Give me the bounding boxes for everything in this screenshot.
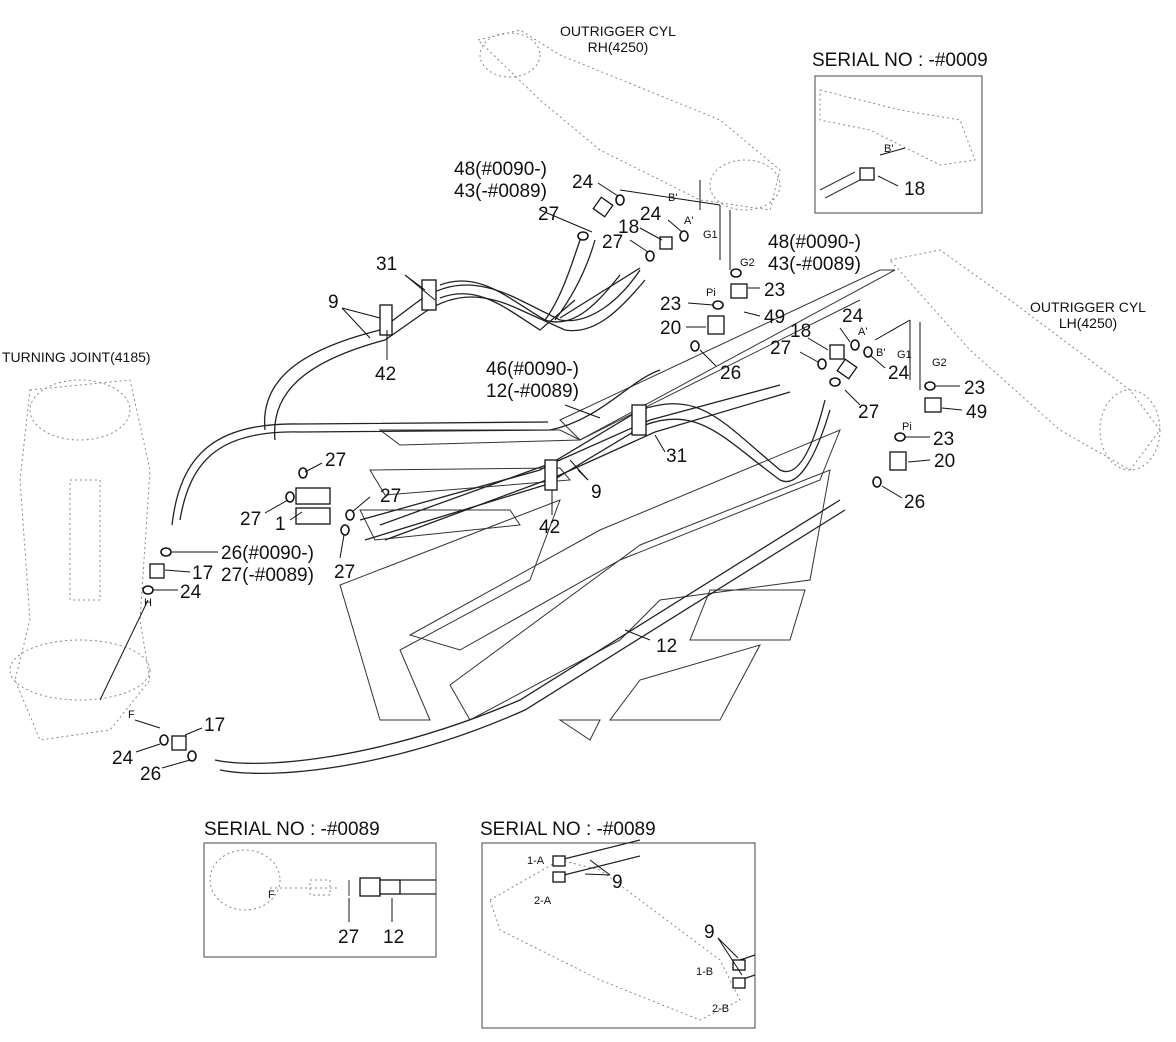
- svg-text:H: H: [144, 597, 152, 609]
- callout-12-serial: 12(-#0089): [486, 381, 579, 402]
- clamp-42-lower: [544, 459, 558, 491]
- callout-27: 27: [858, 402, 879, 423]
- callout-43-rh: 43(-#0089): [454, 181, 547, 202]
- callout-43-lh: 43(-#0089): [768, 254, 861, 275]
- hose-12: [171, 369, 846, 775]
- callout-48-lh: 48(#0090-): [768, 232, 861, 253]
- callout-26: 26: [140, 764, 161, 785]
- callout-23: 23: [964, 378, 985, 399]
- callout-24: 24: [640, 204, 662, 225]
- callout-27-serial: 27(-#0089): [221, 565, 314, 586]
- callout-48-rh: 48(#0090-): [454, 159, 547, 180]
- outrigger-lh-title: OUTRIGGER CYL: [1030, 299, 1146, 315]
- svg-text:9: 9: [612, 872, 623, 893]
- callout-24: 24: [842, 306, 864, 327]
- svg-text:G1: G1: [897, 349, 912, 361]
- callout-18: 18: [790, 321, 811, 342]
- callout-20: 20: [934, 451, 955, 472]
- callout-27: 27: [240, 509, 261, 530]
- leader-lines: [99, 180, 963, 769]
- outrigger-cylinder-rh-outline: [476, 29, 781, 211]
- outrigger-rh-title: OUTRIGGER CYL: [560, 23, 676, 39]
- svg-text:2-B: 2-B: [712, 1003, 729, 1015]
- callout-49: 49: [966, 402, 987, 423]
- svg-text:1-A: 1-A: [527, 855, 545, 867]
- svg-text:2-A: 2-A: [534, 895, 552, 907]
- svg-text:A': A': [858, 326, 867, 338]
- hose-9-upper: [263, 269, 646, 441]
- outrigger-rh-subtitle: RH(4250): [588, 39, 649, 55]
- callout-9: 9: [328, 292, 339, 313]
- inset-serial-0089-right: SERIAL NO : -#0089 1-A 2-A 1-B 2-B 9 9: [480, 819, 756, 1029]
- svg-text:27: 27: [338, 927, 359, 948]
- svg-text:12: 12: [383, 927, 404, 948]
- callout-23: 23: [933, 429, 954, 450]
- svg-text:1-B: 1-B: [696, 966, 713, 978]
- callout-12: 12: [656, 636, 677, 657]
- callout-18: 18: [618, 217, 639, 238]
- svg-text:F: F: [268, 889, 275, 901]
- svg-text:18: 18: [904, 179, 925, 200]
- callout-17: 17: [204, 715, 225, 736]
- inset-serial-0009: SERIAL NO : -#0009 B' 18: [812, 50, 988, 214]
- callout-31: 31: [666, 446, 687, 467]
- callout-24: 24: [888, 363, 910, 384]
- callout-27: 27: [380, 486, 401, 507]
- turning-joint-outline: [9, 379, 151, 741]
- callout-23: 23: [764, 280, 785, 301]
- hose-upper-rh: [544, 239, 641, 321]
- callout-49: 49: [764, 307, 785, 328]
- callout-26-serial: 26(#0090-): [221, 543, 314, 564]
- svg-text:G2: G2: [740, 257, 755, 269]
- callout-27: 27: [770, 338, 791, 359]
- callout-24: 24: [572, 172, 594, 193]
- callout-24: 24: [112, 748, 134, 769]
- callout-27: 27: [325, 450, 346, 471]
- inset-title: SERIAL NO : -#0089: [480, 819, 656, 840]
- turning-joint-title: TURNING JOINT(4185): [2, 349, 151, 365]
- callouts: 48(#0090-) 43(-#0089) 24 27 24 18 27 31 …: [112, 159, 987, 785]
- svg-text:B': B': [876, 347, 885, 359]
- svg-text:G1: G1: [703, 229, 718, 241]
- callout-9: 9: [591, 482, 602, 503]
- svg-text:B': B': [668, 192, 677, 204]
- outrigger-lh-subtitle: LH(4250): [1059, 315, 1117, 331]
- callout-27: 27: [602, 232, 623, 253]
- svg-text:B': B': [884, 143, 893, 155]
- callout-27: 27: [334, 562, 355, 583]
- svg-text:Pi: Pi: [706, 287, 716, 299]
- inset-title: SERIAL NO : -#0009: [812, 50, 988, 71]
- clamp-31-lower: [631, 404, 647, 436]
- hose-9-lower: [359, 384, 831, 541]
- outrigger-cylinder-lh-outline: [889, 249, 1161, 471]
- callout-27: 27: [538, 204, 559, 225]
- callout-42: 42: [375, 364, 396, 385]
- callout-24: 24: [180, 582, 202, 603]
- callout-1: 1: [275, 514, 286, 535]
- port-labels: B' A' G1 G2 Pi A' B' G1 G2 Pi F H: [128, 192, 947, 721]
- inset-title: SERIAL NO : -#0089: [204, 819, 380, 840]
- clamp-42-upper: [379, 304, 393, 336]
- callout-46: 46(#0090-): [486, 359, 579, 380]
- svg-text:Pi: Pi: [902, 421, 912, 433]
- callout-17: 17: [192, 563, 213, 584]
- callout-26: 26: [904, 492, 925, 513]
- svg-text:9: 9: [704, 922, 715, 943]
- svg-text:G2: G2: [932, 357, 947, 369]
- fittings: [142, 194, 942, 762]
- callout-26: 26: [720, 363, 741, 384]
- callout-23: 23: [660, 294, 681, 315]
- callout-20: 20: [660, 318, 681, 339]
- svg-text:A': A': [684, 215, 693, 227]
- svg-text:F: F: [128, 709, 135, 721]
- callout-42: 42: [539, 517, 560, 538]
- inset-serial-0089-left: SERIAL NO : -#0089 F 27 12: [203, 819, 437, 958]
- callout-31: 31: [376, 254, 397, 275]
